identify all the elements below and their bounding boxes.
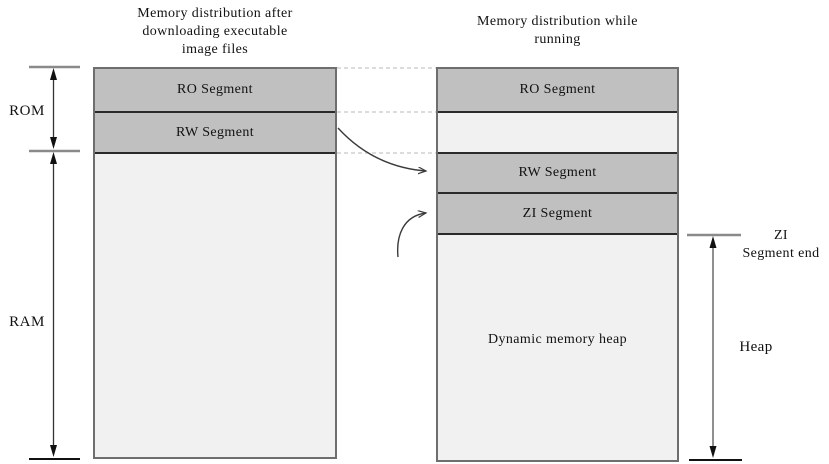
right-zi-segment-label: ZI Segment [522, 205, 593, 221]
ram-span-arrow [29, 152, 80, 460]
right-title-line-1: Memory distribution while [477, 14, 638, 29]
left-title-line-1: Memory distribution after [137, 6, 293, 21]
right-title-line-2: running [534, 32, 581, 47]
heap-label: Heap [739, 339, 773, 355]
left-rw-segment: RW Segment [95, 113, 335, 154]
left-column-title: Memory distribution after downloading ex… [93, 5, 337, 59]
right-ro-segment: RO Segment [438, 69, 677, 113]
left-rw-segment-label: RW Segment [175, 124, 255, 140]
runtime-memory-column: RO Segment RW Segment ZI Segment Dynamic… [436, 67, 679, 462]
zi-end-line-2: Segment end [742, 246, 820, 261]
left-ro-segment-label: RO Segment [177, 82, 253, 97]
left-title-line-2: downloading executable [142, 24, 288, 39]
zi-end-line-1: ZI [773, 228, 788, 243]
right-rw-segment: RW Segment [438, 152, 677, 194]
right-ro-segment-label: RO Segment [519, 82, 596, 97]
rom-label: ROM [9, 103, 45, 119]
download-memory-column: RO Segment RW Segment [93, 67, 337, 459]
rw-relocation-arrow [337, 127, 426, 171]
right-rw-segment-label: RW Segment [518, 165, 597, 180]
right-column-title: Memory distribution while running [436, 13, 679, 49]
right-zi-segment: ZI Segment [438, 194, 677, 235]
dashed-connector-lines [337, 67, 436, 154]
ram-label: RAM [9, 314, 45, 330]
left-title-line-3: image files [181, 42, 249, 57]
left-ro-segment: RO Segment [95, 69, 335, 113]
zi-pointer-arrow [396, 213, 426, 258]
zi-segment-end-label: ZI Segment end [733, 227, 829, 263]
dynamic-memory-heap-label: Dynamic memory heap [487, 332, 627, 347]
